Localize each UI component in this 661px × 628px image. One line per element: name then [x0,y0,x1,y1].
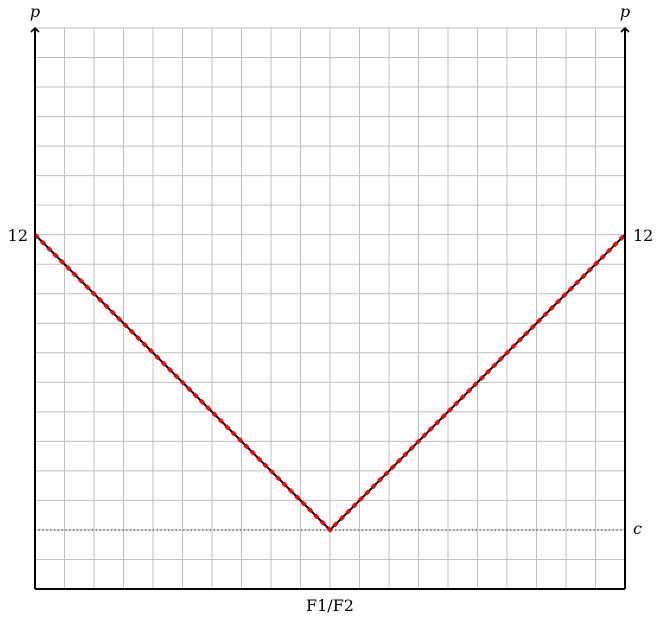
grid [34,27,626,590]
series-group [33,233,627,533]
series-line-2 [33,233,627,533]
y-tick-label-right: 12 [633,226,653,245]
labels: p p F1/F2 12 12 c [8,2,654,615]
axes [30,26,630,590]
y-tick-label-left: 12 [8,226,28,245]
y-axis-title-right: p [620,2,630,21]
y-axis-title-left: p [30,2,40,21]
x-axis-title: F1/F2 [306,596,354,615]
reference-line-label: c [633,519,642,538]
